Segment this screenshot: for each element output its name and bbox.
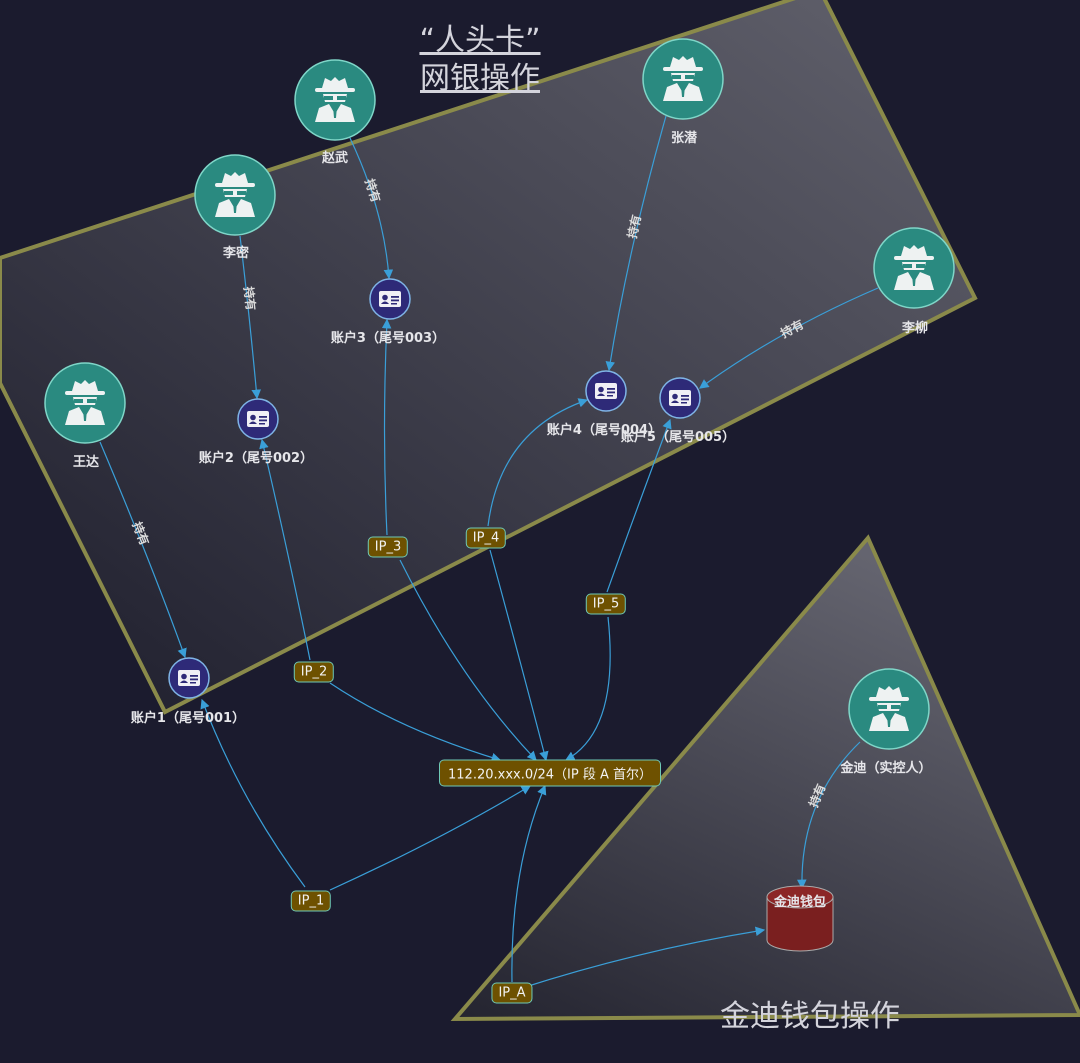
person-jindi-label: 金迪（实控人）: [840, 761, 932, 776]
account3-node[interactable]: [369, 278, 411, 320]
edge-ip4-acct4: [487, 398, 589, 527]
person-zhaowu-label: 赵武: [321, 151, 349, 166]
ip4-node[interactable]: IP_4: [465, 527, 507, 549]
person-zhangqian-node[interactable]: [642, 38, 724, 120]
ip2-node[interactable]: IP_2: [293, 661, 335, 683]
person-zhangqian-label: 张潜: [670, 131, 698, 146]
person-wangda-node[interactable]: [44, 362, 126, 444]
person-liliu-label: 李柳: [901, 321, 929, 336]
account5-label: 账户5（尾号005）: [620, 430, 736, 445]
group1-title-line1: “人头卡”: [419, 23, 541, 58]
edge-ip3-acct3: [381, 318, 392, 536]
person-limi-node[interactable]: [194, 154, 276, 236]
account2-node[interactable]: [237, 398, 279, 440]
ip3-node[interactable]: IP_3: [367, 536, 409, 558]
group1-region: [0, 0, 978, 715]
person-wangda-label: 王达: [72, 455, 100, 470]
account1-node[interactable]: [168, 657, 210, 699]
edge-ipa-hub: [511, 784, 547, 983]
person-jindi-node[interactable]: [848, 668, 930, 750]
edge-label-limi: 持有: [241, 285, 258, 312]
edge-ip5-acct5: [606, 418, 672, 593]
group1-title-line2: 网银操作: [420, 61, 540, 96]
person-zhaowu-node[interactable]: [294, 59, 376, 141]
ip1-node[interactable]: IP_1: [290, 890, 332, 912]
edge-liliu-acct5: [699, 287, 879, 389]
wallet-node[interactable]: [766, 885, 834, 952]
group2-region: [450, 534, 1080, 1022]
wallet-label: 金迪钱包: [773, 895, 827, 910]
edge-ip3-hub: [399, 559, 537, 761]
account4-label: 账户4（尾号004）: [546, 423, 662, 438]
edge-limi-acct2: [239, 235, 262, 400]
ip-hub-node[interactable]: 112.20.xxx.0/24（IP 段 A 首尔）: [439, 759, 661, 787]
account3-label: 账户3（尾号003）: [330, 331, 446, 346]
edge-ip4-hub: [489, 549, 549, 762]
group2-title: 金迪钱包操作: [720, 999, 900, 1034]
account5-node[interactable]: [659, 377, 701, 419]
edge-ip1-acct1: [200, 698, 306, 888]
edge-ip5-hub: [564, 616, 611, 761]
edge-ip2-acct2: [259, 438, 311, 661]
edge-ip1-hub: [329, 785, 532, 891]
account1-label: 账户1（尾号001）: [130, 711, 246, 726]
edge-zhaowu-acct3: [349, 137, 394, 280]
account2-label: 账户2（尾号002）: [198, 451, 314, 466]
edge-jindi-wallet: [797, 741, 861, 890]
group1-title: “人头卡” 网银操作: [380, 22, 580, 98]
account4-node[interactable]: [585, 370, 627, 412]
edge-ipa-wallet: [521, 926, 766, 989]
person-liliu-node[interactable]: [873, 227, 955, 309]
edge-wangda-acct1: [99, 441, 187, 659]
ip5-node[interactable]: IP_5: [585, 593, 627, 615]
edge-zhangqian-acct4: [605, 115, 667, 372]
person-limi-label: 李密: [222, 246, 250, 261]
edge-ip2-hub: [329, 682, 502, 763]
ipa-node[interactable]: IP_A: [491, 982, 533, 1004]
